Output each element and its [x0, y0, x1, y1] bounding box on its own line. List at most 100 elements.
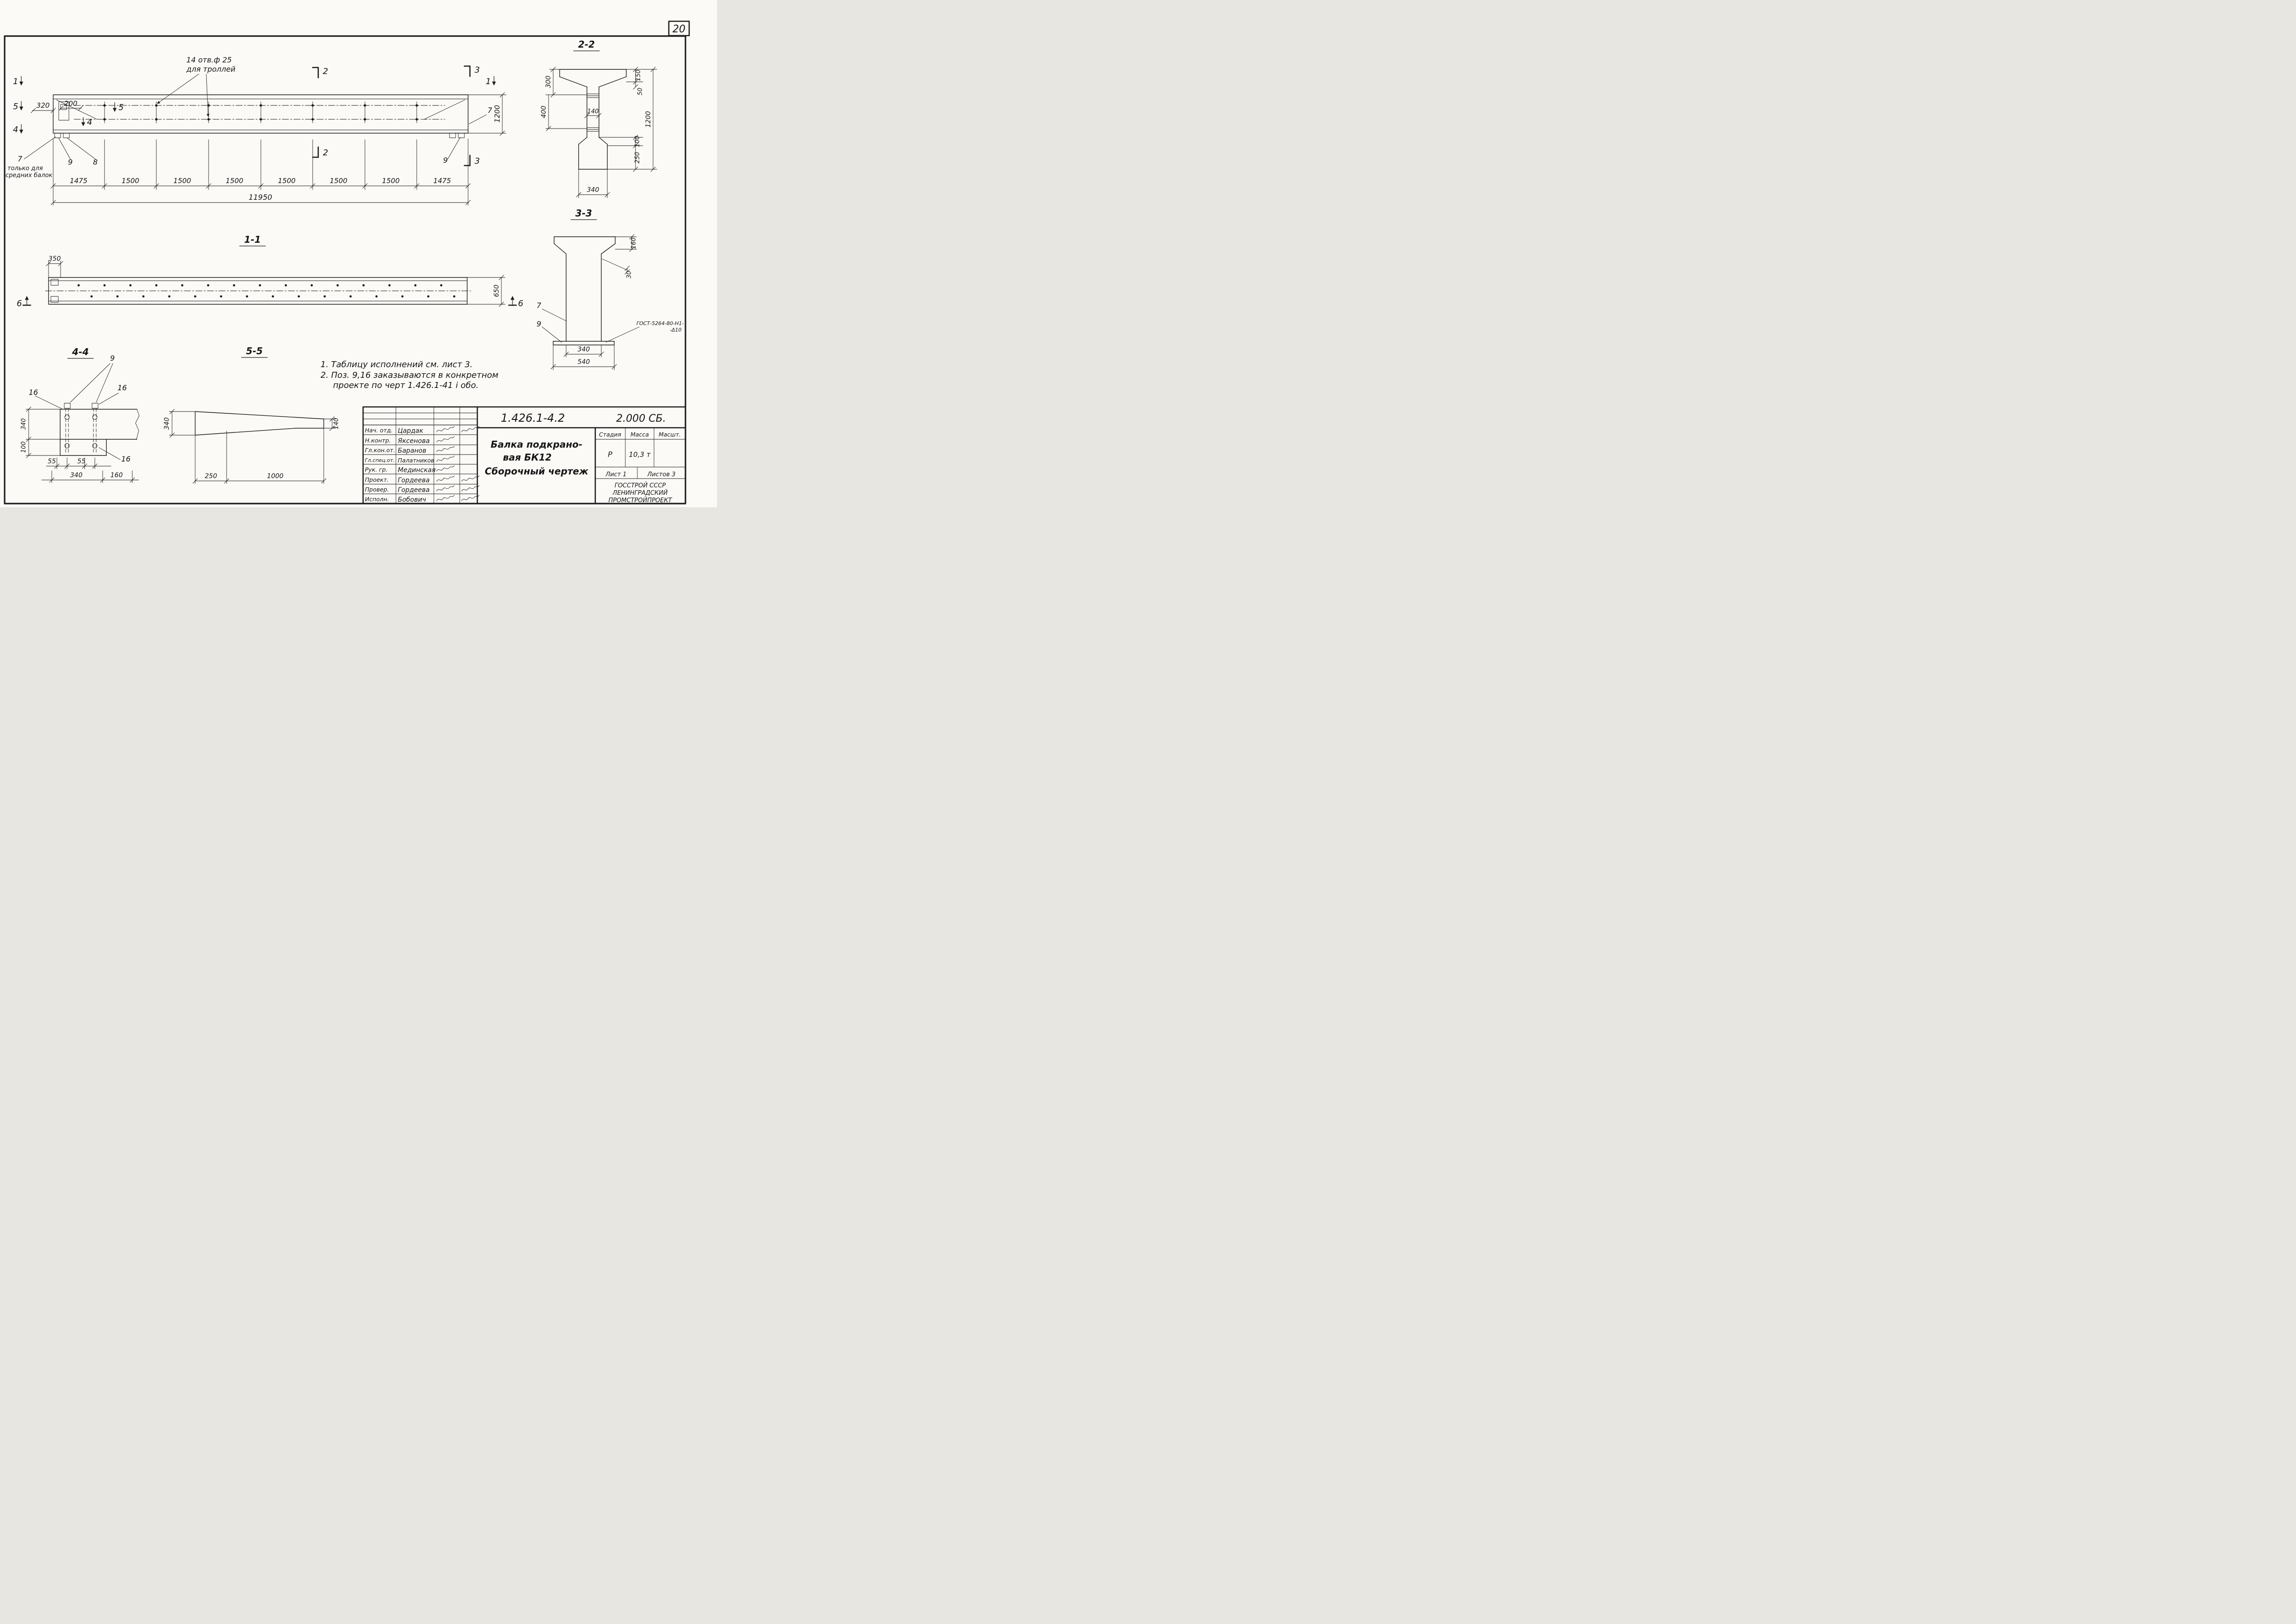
section-label-2-2: 2-2	[578, 39, 595, 50]
pos-9-left: 9	[68, 158, 73, 166]
main-elevation-view: 2 2 3 3 1 5 4 5 4 1 14 отв.ф 25 д	[6, 55, 506, 206]
dim-300: 300	[545, 76, 552, 88]
stage-value: Р	[608, 450, 612, 459]
role-name-3: Палатников	[398, 457, 434, 464]
dim-340-section55: 340	[163, 418, 171, 430]
signature-scribble	[436, 426, 455, 432]
sheet-number-box	[668, 20, 690, 37]
signature-scribble	[436, 495, 455, 501]
pos-7-section33: 7	[537, 301, 542, 310]
date-scribble	[461, 426, 480, 432]
dim-250: 250	[634, 152, 641, 164]
role-label-6: Провер.	[365, 486, 389, 493]
role-label-0: Нач. отд.	[365, 427, 393, 434]
top-dimensions: 320 200	[31, 99, 83, 113]
dim-340-h-section44: 340	[70, 472, 83, 479]
dim-340-section22: 340	[587, 186, 599, 194]
dim-chain-7: 1475	[433, 177, 451, 185]
pos-7-left: 7	[18, 154, 23, 163]
middle-beams-note-line1: только для	[7, 165, 43, 172]
section-2-2-view: 2-2 300 400 140	[540, 39, 657, 198]
hole-callout: 14 отв.ф 25 для троллей	[157, 55, 235, 117]
drawing-sheet: 20	[0, 0, 717, 507]
signature-scribble	[436, 485, 455, 492]
general-notes: 1. Таблицу исполнений см. лист 3. 2. Поз…	[321, 360, 498, 390]
drawing-canvas: 20	[4, 20, 690, 504]
cut-label-5-left: 5	[13, 102, 18, 111]
dim-total-11950: 11950	[249, 193, 272, 202]
org-line-1: ГОССТРОЙ СССР	[615, 482, 666, 489]
drawing-title-line-1: Балка подкрано-	[491, 439, 582, 450]
bottom-dimension-chain: 1475 1500 1500 1500 1500 1500 1500 1475 …	[50, 138, 471, 206]
dim-30: 30	[626, 271, 633, 279]
weld-note-line2: -Δ10	[670, 327, 682, 333]
date-scribble	[461, 485, 480, 492]
org-line-3: ПРОМСТРОЙПРОЕКТ	[608, 497, 672, 504]
pos-8-left: 8	[93, 158, 98, 166]
dim-340-v-section44: 340	[20, 418, 27, 430]
position-leaders: 7 9 7 9 8 только для средних балок	[6, 106, 493, 179]
mass-header: Масса	[630, 431, 649, 438]
scale-header: Масшт.	[659, 431, 681, 438]
dim-100-section44: 100	[20, 442, 27, 453]
role-label-7: Исполн.	[365, 496, 389, 503]
sheet-frame: 20	[4, 20, 690, 504]
drawing-title-line-2: вая БК12	[503, 452, 551, 463]
role-label-3: Гл.спец.от.	[365, 457, 395, 463]
cut-label-5-inner: 5	[118, 103, 123, 112]
dim-350: 350	[49, 255, 61, 263]
weld-note-line1: ГОСТ-5264-80-Н1-	[636, 320, 684, 326]
view-label-6-right: 6	[518, 299, 523, 308]
dim-320: 320	[37, 101, 50, 110]
dim-chain-3: 1500	[226, 177, 243, 185]
date-scribble	[461, 475, 480, 482]
dim-200: 200	[64, 99, 78, 108]
section-1-1-view: 1-1 350	[17, 234, 523, 308]
signature-scribble	[436, 455, 455, 462]
dim-chain-1: 1500	[122, 177, 139, 185]
role-label-1: Н.контр.	[365, 437, 391, 444]
role-name-6: Гордеева	[398, 486, 430, 494]
org-line-2: ЛЕНИНГРАДСКИЙ	[612, 489, 667, 497]
dim-160: 160	[630, 238, 637, 249]
dim-50: 50	[637, 88, 644, 96]
plan-holes	[77, 284, 456, 298]
note-line-2: 2. Поз. 9,16 заказываются в конкретном	[321, 370, 498, 380]
role-name-7: Бобович	[398, 496, 426, 504]
pos-16-b: 16	[117, 383, 127, 392]
role-name-2: Баранов	[398, 447, 426, 455]
section-label-5-5: 5-5	[246, 345, 263, 357]
dim-1200: 1200	[493, 105, 501, 123]
dim-160-section44: 160	[111, 472, 123, 479]
dim-150: 150	[635, 70, 642, 81]
dim-340-section33: 340	[578, 346, 590, 353]
dim-1000: 1000	[267, 473, 284, 480]
cut-label-1-right: 1	[486, 77, 491, 86]
role-name-0: Цардак	[398, 427, 424, 435]
doc-number: 1.426.1-4.2	[501, 412, 565, 424]
mass-value: 10,3 т	[629, 450, 651, 459]
dim-140-section55: 140	[333, 418, 340, 430]
dim-400: 400	[540, 106, 548, 118]
sheets-label: Листов 3	[647, 471, 676, 478]
trolley-holes	[103, 101, 418, 123]
pos-9-section44: 9	[110, 354, 115, 363]
section-4-4-view: 4-4 9 16 16 16 340 100	[20, 346, 140, 483]
date-scribble	[461, 495, 480, 501]
cut-label-2-bottom: 2	[323, 148, 328, 158]
dim-chain-6: 1500	[382, 177, 400, 185]
section-3-3-view: 3-3 7 9 ГОСТ-5264-80-Н1- -Δ10 160 30 340	[537, 208, 684, 370]
pos-16-a: 16	[29, 388, 38, 397]
dim-chain-0: 1475	[70, 177, 87, 185]
signature-scribble	[436, 475, 455, 482]
dim-1200-section: 1200	[645, 111, 652, 128]
dim-55-b: 55	[77, 458, 86, 465]
pos-7-right: 7	[488, 106, 493, 115]
dim-chain-2: 1500	[173, 177, 191, 185]
drawing-title-line-3: Сборочный чертеж	[485, 466, 589, 477]
section-label-3-3: 3-3	[575, 208, 592, 219]
dim-540: 540	[578, 358, 590, 366]
signature-scribble	[436, 465, 455, 472]
dim-140: 140	[587, 108, 599, 115]
pos-9-section33: 9	[537, 320, 541, 328]
